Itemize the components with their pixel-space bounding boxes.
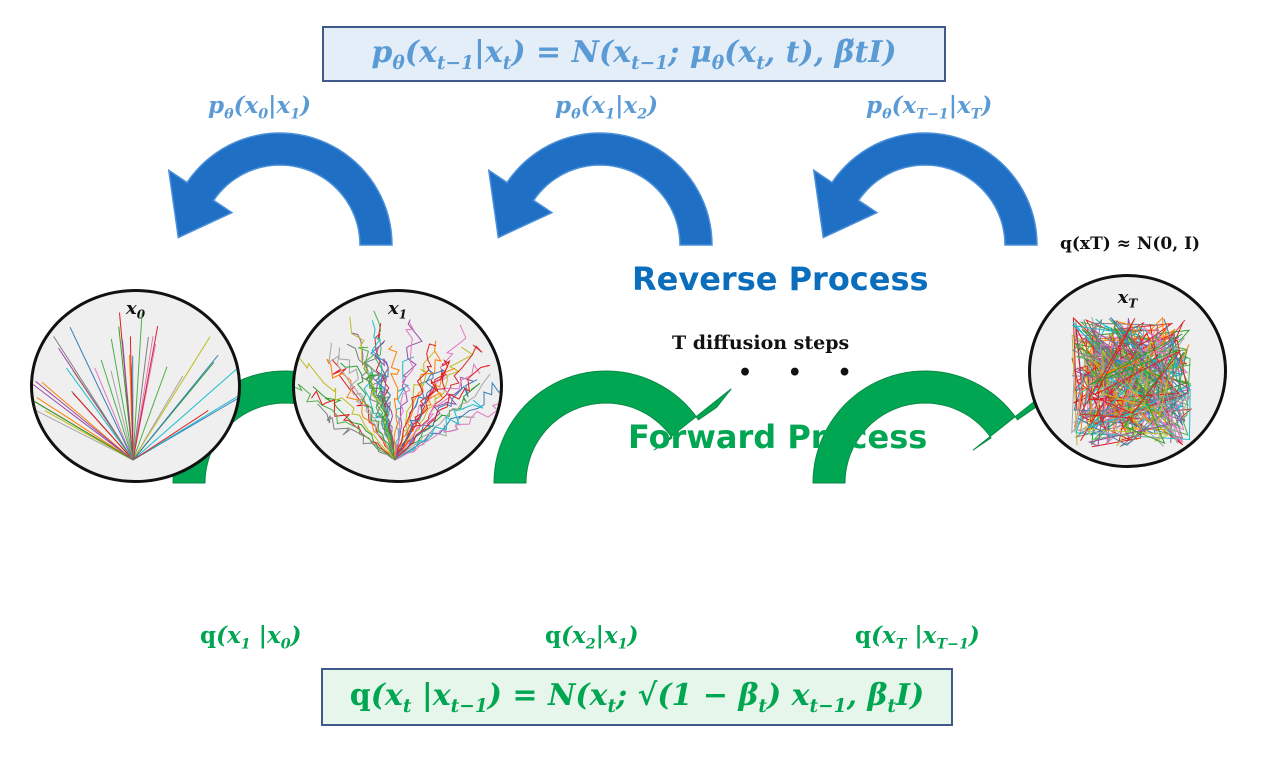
reverse-equation-box: pθ(xt−1|xt) = N(xt−1; μθ(xt, t), β̃tI): [322, 26, 946, 82]
reverse-label-2: pθ(x1|x2): [555, 92, 659, 123]
trajectory-line: [328, 342, 396, 461]
state-xT-label: xT: [1117, 287, 1138, 311]
trajectory-line: [110, 370, 134, 461]
state-x0-label: x0: [125, 298, 146, 322]
trajectory-line: [35, 380, 134, 461]
reverse-label-3: pθ(xT−1|xT): [866, 92, 993, 123]
trajectory-line: [33, 400, 134, 461]
forward-equation: q(xt |xt−1) = N(xt; √(1 − βt) xt−1, βtI): [349, 677, 925, 717]
trajectory-line: [110, 338, 134, 461]
trajectory-line: [132, 354, 219, 461]
trajectory-line: [387, 345, 400, 461]
trajectory-line: [394, 321, 415, 461]
trajectory-line: [364, 374, 396, 461]
noise-line: [1083, 319, 1184, 439]
forward-equation-box: q(xt |xt−1) = N(xt; √(1 − βt) xt−1, βtI): [321, 668, 953, 726]
trajectory-line: [349, 316, 396, 461]
trajectory-line: [394, 364, 490, 461]
noise-line: [1099, 343, 1190, 445]
reverse-arrow-1: [167, 132, 393, 246]
trajectory-line: [121, 339, 134, 461]
trajectory-line: [394, 343, 437, 461]
trajectory-line: [310, 390, 396, 461]
trajectory-line: [132, 366, 168, 461]
trajectory-line: [394, 362, 481, 461]
trajectory-line: [394, 369, 445, 461]
trajectory-line: [41, 381, 134, 461]
trajectory-line: [326, 358, 396, 461]
trajectory-line: [394, 399, 484, 461]
trajectories-noisy: [295, 310, 500, 461]
trajectory-line: [33, 408, 134, 461]
trajectory-line: [132, 395, 238, 461]
state-xT: xT: [1028, 274, 1227, 468]
noise-line: [1087, 318, 1178, 429]
forward-label-1: q(x1 |x0): [200, 622, 302, 653]
trajectory-line: [374, 340, 396, 461]
trajectory-line: [346, 343, 396, 461]
trajectory-line: [36, 397, 134, 461]
prior-label: q(xT) ≈ N(0, I): [1060, 234, 1201, 254]
noise-line: [1079, 318, 1181, 431]
forward-arrow-2: [493, 370, 732, 484]
noise-line: [1087, 328, 1191, 447]
trajectory-line: [33, 383, 134, 461]
noise-line: [1077, 340, 1180, 444]
reverse-equation: pθ(xt−1|xt) = N(xt−1; μθ(xt, t), β̃tI): [371, 34, 897, 74]
reverse-process-title: Reverse Process: [632, 260, 929, 298]
trajectory-line: [340, 362, 396, 461]
reverse-label-1: pθ(x0|x1): [208, 92, 312, 123]
trajectory-line: [297, 355, 396, 461]
trajectory-line: [132, 410, 209, 461]
reverse-arrow-2: [487, 132, 713, 246]
trajectories-clean: [33, 312, 238, 461]
forward-arrow-3: [812, 370, 1051, 484]
trajectory-line: [394, 344, 483, 461]
trajectory-line: [132, 313, 143, 461]
reverse-arrow-3: [812, 132, 1038, 246]
state-x1: x1: [292, 289, 503, 483]
trajectory-line: [132, 367, 238, 461]
trajectories-noise: [1071, 316, 1193, 448]
trajectory-line: [132, 336, 149, 461]
trajectory-line: [53, 336, 134, 461]
trajectory-line: [317, 403, 396, 461]
trajectory-line: [295, 383, 396, 461]
trajectory-line: [394, 402, 500, 461]
forward-label-2: q(x2|x1): [545, 622, 639, 653]
trajectory-line: [132, 325, 159, 461]
trajectory-line: [94, 367, 134, 461]
trajectory-line: [72, 392, 134, 461]
trajectory-line: [130, 364, 134, 461]
trajectory-line: [65, 367, 134, 461]
trajectory-line: [132, 336, 211, 461]
ellipsis: • • •: [738, 360, 866, 386]
trajectory-line: [69, 326, 134, 461]
trajectory-line: [394, 359, 450, 461]
forward-process-title: Forward Process: [628, 418, 928, 456]
forward-label-3: q(xT |xT−1): [855, 622, 980, 653]
trajectory-line: [394, 373, 491, 461]
state-x0: x0: [30, 289, 241, 483]
diffusion-steps-text: T diffusion steps: [672, 332, 850, 354]
noise-line: [1081, 359, 1178, 442]
trajectory-line: [100, 359, 134, 461]
state-x1-label: x1: [387, 298, 408, 322]
